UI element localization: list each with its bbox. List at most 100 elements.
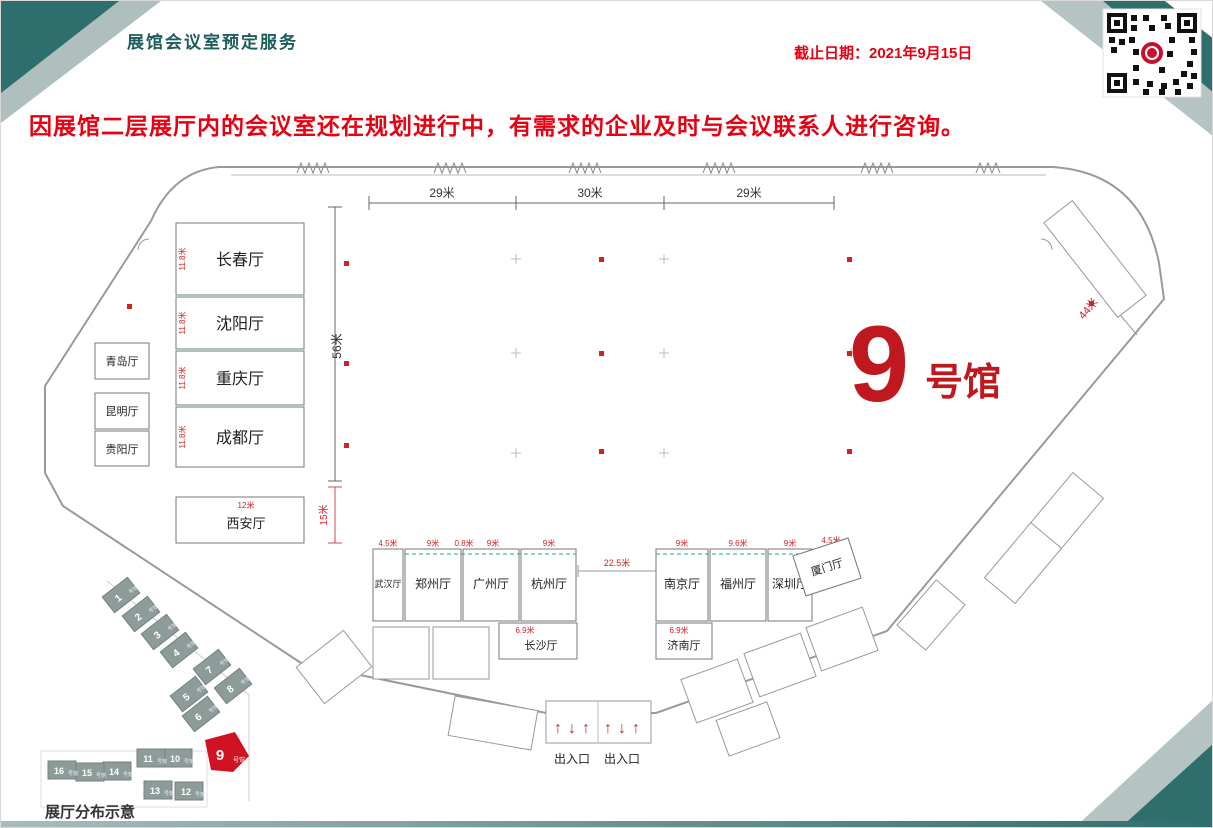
room-dim: 11.8米 (177, 312, 187, 335)
room-xian: 12米 西安厅 (175, 496, 305, 544)
room-box-qingdao (94, 342, 150, 380)
room-label: 沈阳厅 (216, 315, 264, 333)
minimap-hall-suffix: 号馆 (185, 639, 197, 651)
room-box-chengdu (175, 406, 305, 468)
minimap-outline (40, 750, 208, 808)
room-dim: 6.9米 (515, 625, 534, 635)
dim-label: 56米 (330, 333, 344, 358)
minimap-hall-no: 11 (143, 754, 153, 764)
dimension-top: 29米 30米 29米 (368, 186, 835, 210)
room-label: 南京厅 (664, 576, 700, 591)
room-label: 西安厅 (226, 516, 265, 531)
room-label: 济南厅 (668, 638, 701, 652)
minimap-hall-8: 8 号馆 (213, 667, 253, 705)
door-vent-marks (137, 161, 1053, 251)
minimap-hall-suffix: 号馆 (195, 683, 207, 695)
room-dim: 0.8米 (454, 538, 473, 548)
minimap-hall-suffix: 号馆 (68, 770, 78, 777)
room-label: 广州厅 (473, 577, 509, 591)
dim-label: 29米 (736, 186, 761, 200)
room-box-zhengzhou (404, 548, 462, 622)
room-label: 成都厅 (216, 429, 264, 447)
minimap-hall-1: 1 号馆 (101, 576, 141, 614)
minimap-caption: 展厅分布示意 (45, 803, 135, 821)
vent-icon (137, 238, 150, 251)
room-dim: 4.5米 (821, 535, 840, 545)
minimap-hall-suffix: 号馆 (239, 675, 251, 687)
room-label: 重庆厅 (216, 370, 264, 388)
deadline-text: 截止日期：2021年9月15日 (794, 45, 973, 62)
minimap-hall-suffix: 号馆 (184, 758, 194, 765)
minimap-hall-suffix: 号馆 (233, 756, 245, 764)
room-box-fuzhou (709, 548, 767, 622)
room-box-changsha (498, 622, 578, 660)
deco-triangle-teal-tl (1, 1, 119, 93)
dimension-west: 56米 15米 (317, 206, 344, 544)
dimension-center: 22.5米 (577, 557, 657, 577)
dim-label: 29米 (429, 186, 454, 200)
room-box-kunming (94, 392, 150, 430)
minimap-hall-4: 4 号馆 (159, 631, 199, 669)
minimap: 1 号馆 2 号馆 3 号馆 4 号馆 7 号馆 (40, 576, 253, 821)
room-label: 福州厅 (720, 576, 756, 591)
room-changsha: 6.9米 长沙厅 (498, 622, 578, 660)
far-west-rooms: 青岛厅 昆明厅 贵阳厅 (94, 342, 150, 467)
room-box-guangzhou (462, 548, 520, 622)
minimap-hall-7: 7 号馆 (192, 648, 232, 686)
minimap-hall-14: 14 号馆 (102, 761, 133, 781)
entrance-arrow-icon: ↑ (604, 720, 612, 737)
entrance-arrow-icon: ↑ (582, 720, 590, 737)
room-dim: 4.5米 (378, 538, 397, 548)
room-dim: 9米 (487, 538, 499, 548)
minimap-hall-13: 13 号馆 (143, 780, 174, 800)
minimap-hall-no: 16 (54, 766, 64, 776)
qr-logo-icon (1141, 42, 1163, 64)
minimap-hall-suffix: 号馆 (157, 758, 167, 765)
room-dim: 6.9米 (669, 625, 688, 635)
room-label: 武汉厅 (374, 578, 401, 589)
entrance-label: 出入口 (554, 752, 590, 766)
minimap-hall-12: 12 号馆 (174, 781, 205, 801)
minimap-hall-suffix: 号馆 (207, 703, 219, 715)
entrance-arrow-icon: ↓ (568, 720, 576, 737)
dim-label: 30米 (577, 186, 602, 200)
minimap-hall-no: 14 (109, 767, 119, 777)
minimap-hall-suffix: 号馆 (127, 584, 139, 596)
room-label: 郑州厅 (415, 576, 451, 591)
entrance-label: 出入口 (604, 752, 640, 766)
minimap-hall-no: 7 (204, 664, 216, 676)
minimap-hall-15: 15 号馆 (75, 762, 106, 782)
south-left-rooms: 武汉厅 郑州厅 广州厅 杭州厅 4.5米 9米 0.8米 9米 9米 (372, 538, 577, 622)
minimap-hall-11: 11 号馆 (136, 748, 167, 768)
qr-code (1102, 8, 1202, 98)
gallery-boxes (295, 199, 1147, 757)
minimap-hall-no: 3 (152, 629, 164, 641)
minimap-hall-suffix: 号馆 (164, 790, 174, 797)
minimap-hall-10: 10 号馆 (163, 748, 194, 768)
room-label: 杭州厅 (531, 576, 567, 591)
room-box-xiamen (792, 537, 862, 597)
minimap-hall-16: 16 号馆 (47, 760, 78, 780)
notice-text: 因展馆二层展厅内的会议室还在规划进行中，有需求的企业及时与会议联系人进行咨询。 (29, 113, 965, 139)
entrance-arrow-icon: ↓ (618, 720, 626, 737)
minimap-hall-no: 13 (150, 786, 160, 796)
deco-bottom-bar (1, 821, 1212, 827)
vent-icon (1040, 238, 1053, 251)
fire-point-markers (127, 257, 1094, 454)
room-box-shenyang (175, 296, 305, 350)
room-box-changchun (175, 222, 305, 296)
room-box-xian (175, 496, 305, 544)
minimap-hall-suffix: 号馆 (195, 791, 205, 798)
minimap-hall-suffix: 号馆 (96, 772, 106, 779)
room-dim: 9.6米 (728, 538, 747, 548)
room-dim: 9米 (543, 538, 555, 548)
entrance-arrow-icon: ↑ (632, 720, 640, 737)
room-dim: 11.8米 (177, 426, 187, 449)
minimap-hall-5: 5 号馆 (169, 675, 209, 713)
minimap-hall-9-highlight: 9 号馆 (205, 732, 249, 772)
room-jinan: 6.9米 济南厅 (655, 622, 713, 660)
room-label: 深圳厅 (772, 577, 808, 591)
room-dim: 9米 (784, 538, 796, 548)
